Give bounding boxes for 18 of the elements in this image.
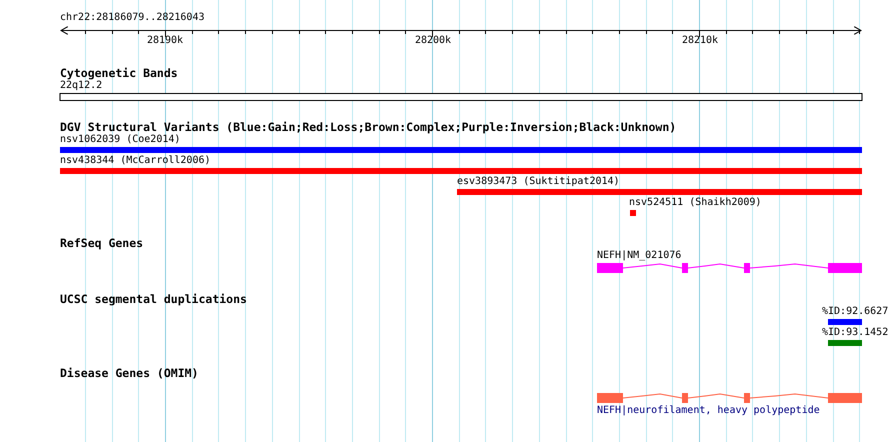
track-title: DGV Structural Variants (Blue:Gain;Red:Loss;Brown:Complex;Purple:Inversion;Black:Unknown)	[60, 122, 676, 134]
tick-label: 28210k	[682, 36, 718, 46]
feature-label: nsv524511 (Shaikh2009)	[629, 198, 762, 208]
region-label: chr22:28186079..28216043	[60, 13, 204, 23]
track-title: Cytogenetic Bands	[60, 68, 178, 80]
feature-label: %ID:92.6627	[822, 307, 888, 317]
track-title: UCSC segmental duplications	[60, 294, 247, 306]
tick-label: 28190k	[146, 36, 184, 46]
track-title: RefSeq Genes	[60, 238, 144, 250]
tick-label: 28200k	[414, 36, 452, 46]
gene-label: NEFH|NM_021076	[597, 251, 682, 261]
feature-label: esv3893473 (Suktitipat2014)	[457, 177, 620, 187]
feature-label: nsv438344 (McCarroll2006)	[60, 156, 211, 166]
band-label: 22q12.2	[60, 81, 102, 91]
gene-label: NEFH|neurofilament, heavy polypeptide	[597, 406, 820, 416]
feature-label: nsv1062039 (Coe2014)	[60, 135, 180, 145]
feature-label: %ID:93.1452	[822, 328, 888, 338]
track-title: Disease Genes (OMIM)	[60, 368, 198, 380]
